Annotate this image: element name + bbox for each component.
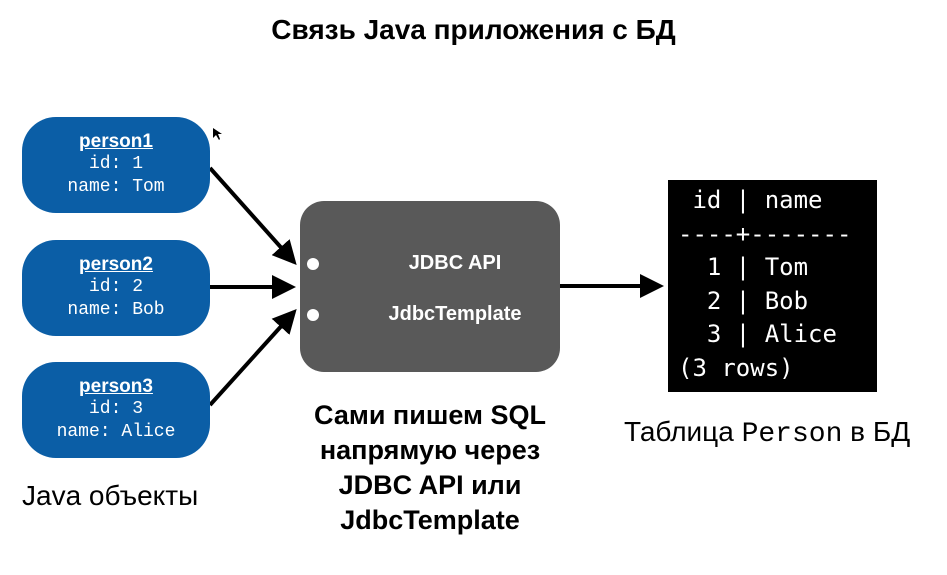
api-item-label: JDBC API	[408, 252, 502, 274]
mouse-cursor-icon	[213, 128, 222, 140]
object-id-field: id: 1	[88, 154, 143, 174]
api-caption: Сами пишем SQL напрямую через JDBC API и…	[260, 398, 600, 538]
object-name: person2	[79, 254, 153, 275]
java-objects-caption: Java объекты	[22, 480, 199, 511]
api-caption-line: Сами пишем SQL	[314, 400, 546, 430]
table-row: 2 | Bob	[678, 286, 809, 315]
object-id-field: id: 2	[88, 277, 143, 297]
object-name-field: name: Alice	[56, 422, 176, 442]
java-object-person3: person3 id: 3 name: Alice	[22, 362, 210, 458]
db-table-output: id | name ----+------- 1 | Tom 2 | Bob 3 …	[668, 180, 877, 392]
object-id-field: id: 3	[88, 399, 143, 419]
bullet-icon	[307, 258, 319, 270]
table-row-count: (3 rows)	[678, 353, 794, 382]
table-row: 1 | Tom	[678, 253, 809, 281]
object-name-field: name: Bob	[67, 300, 165, 320]
table-separator-row: ----+-------	[678, 219, 852, 248]
api-caption-line: напрямую через	[319, 435, 541, 465]
diagram-title: Связь Java приложения с БД	[271, 14, 676, 45]
table-caption: Таблица Person в БД	[624, 416, 910, 450]
api-box: JDBC API JdbcTemplate	[300, 201, 560, 372]
table-caption-name: Person	[741, 419, 843, 450]
api-caption-line: JDBC API или	[338, 470, 522, 500]
table-caption-suffix: в БД	[842, 416, 911, 447]
arrow-person1-to-api	[208, 166, 297, 265]
table-caption-prefix: Таблица	[624, 416, 742, 447]
java-object-person1: person1 id: 1 name: Tom	[22, 117, 210, 213]
arrow-person3-to-api	[208, 309, 297, 407]
object-name-field: name: Tom	[67, 177, 165, 197]
api-caption-line: JdbcTemplate	[340, 505, 520, 535]
object-name: person1	[79, 131, 153, 152]
bullet-icon	[307, 309, 319, 321]
api-item-label: JdbcTemplate	[388, 303, 522, 325]
table-row: 3 | Alice	[678, 320, 837, 348]
table-header-row: id | name	[678, 186, 823, 214]
object-name: person3	[79, 376, 153, 397]
java-object-person2: person2 id: 2 name: Bob	[22, 240, 210, 336]
